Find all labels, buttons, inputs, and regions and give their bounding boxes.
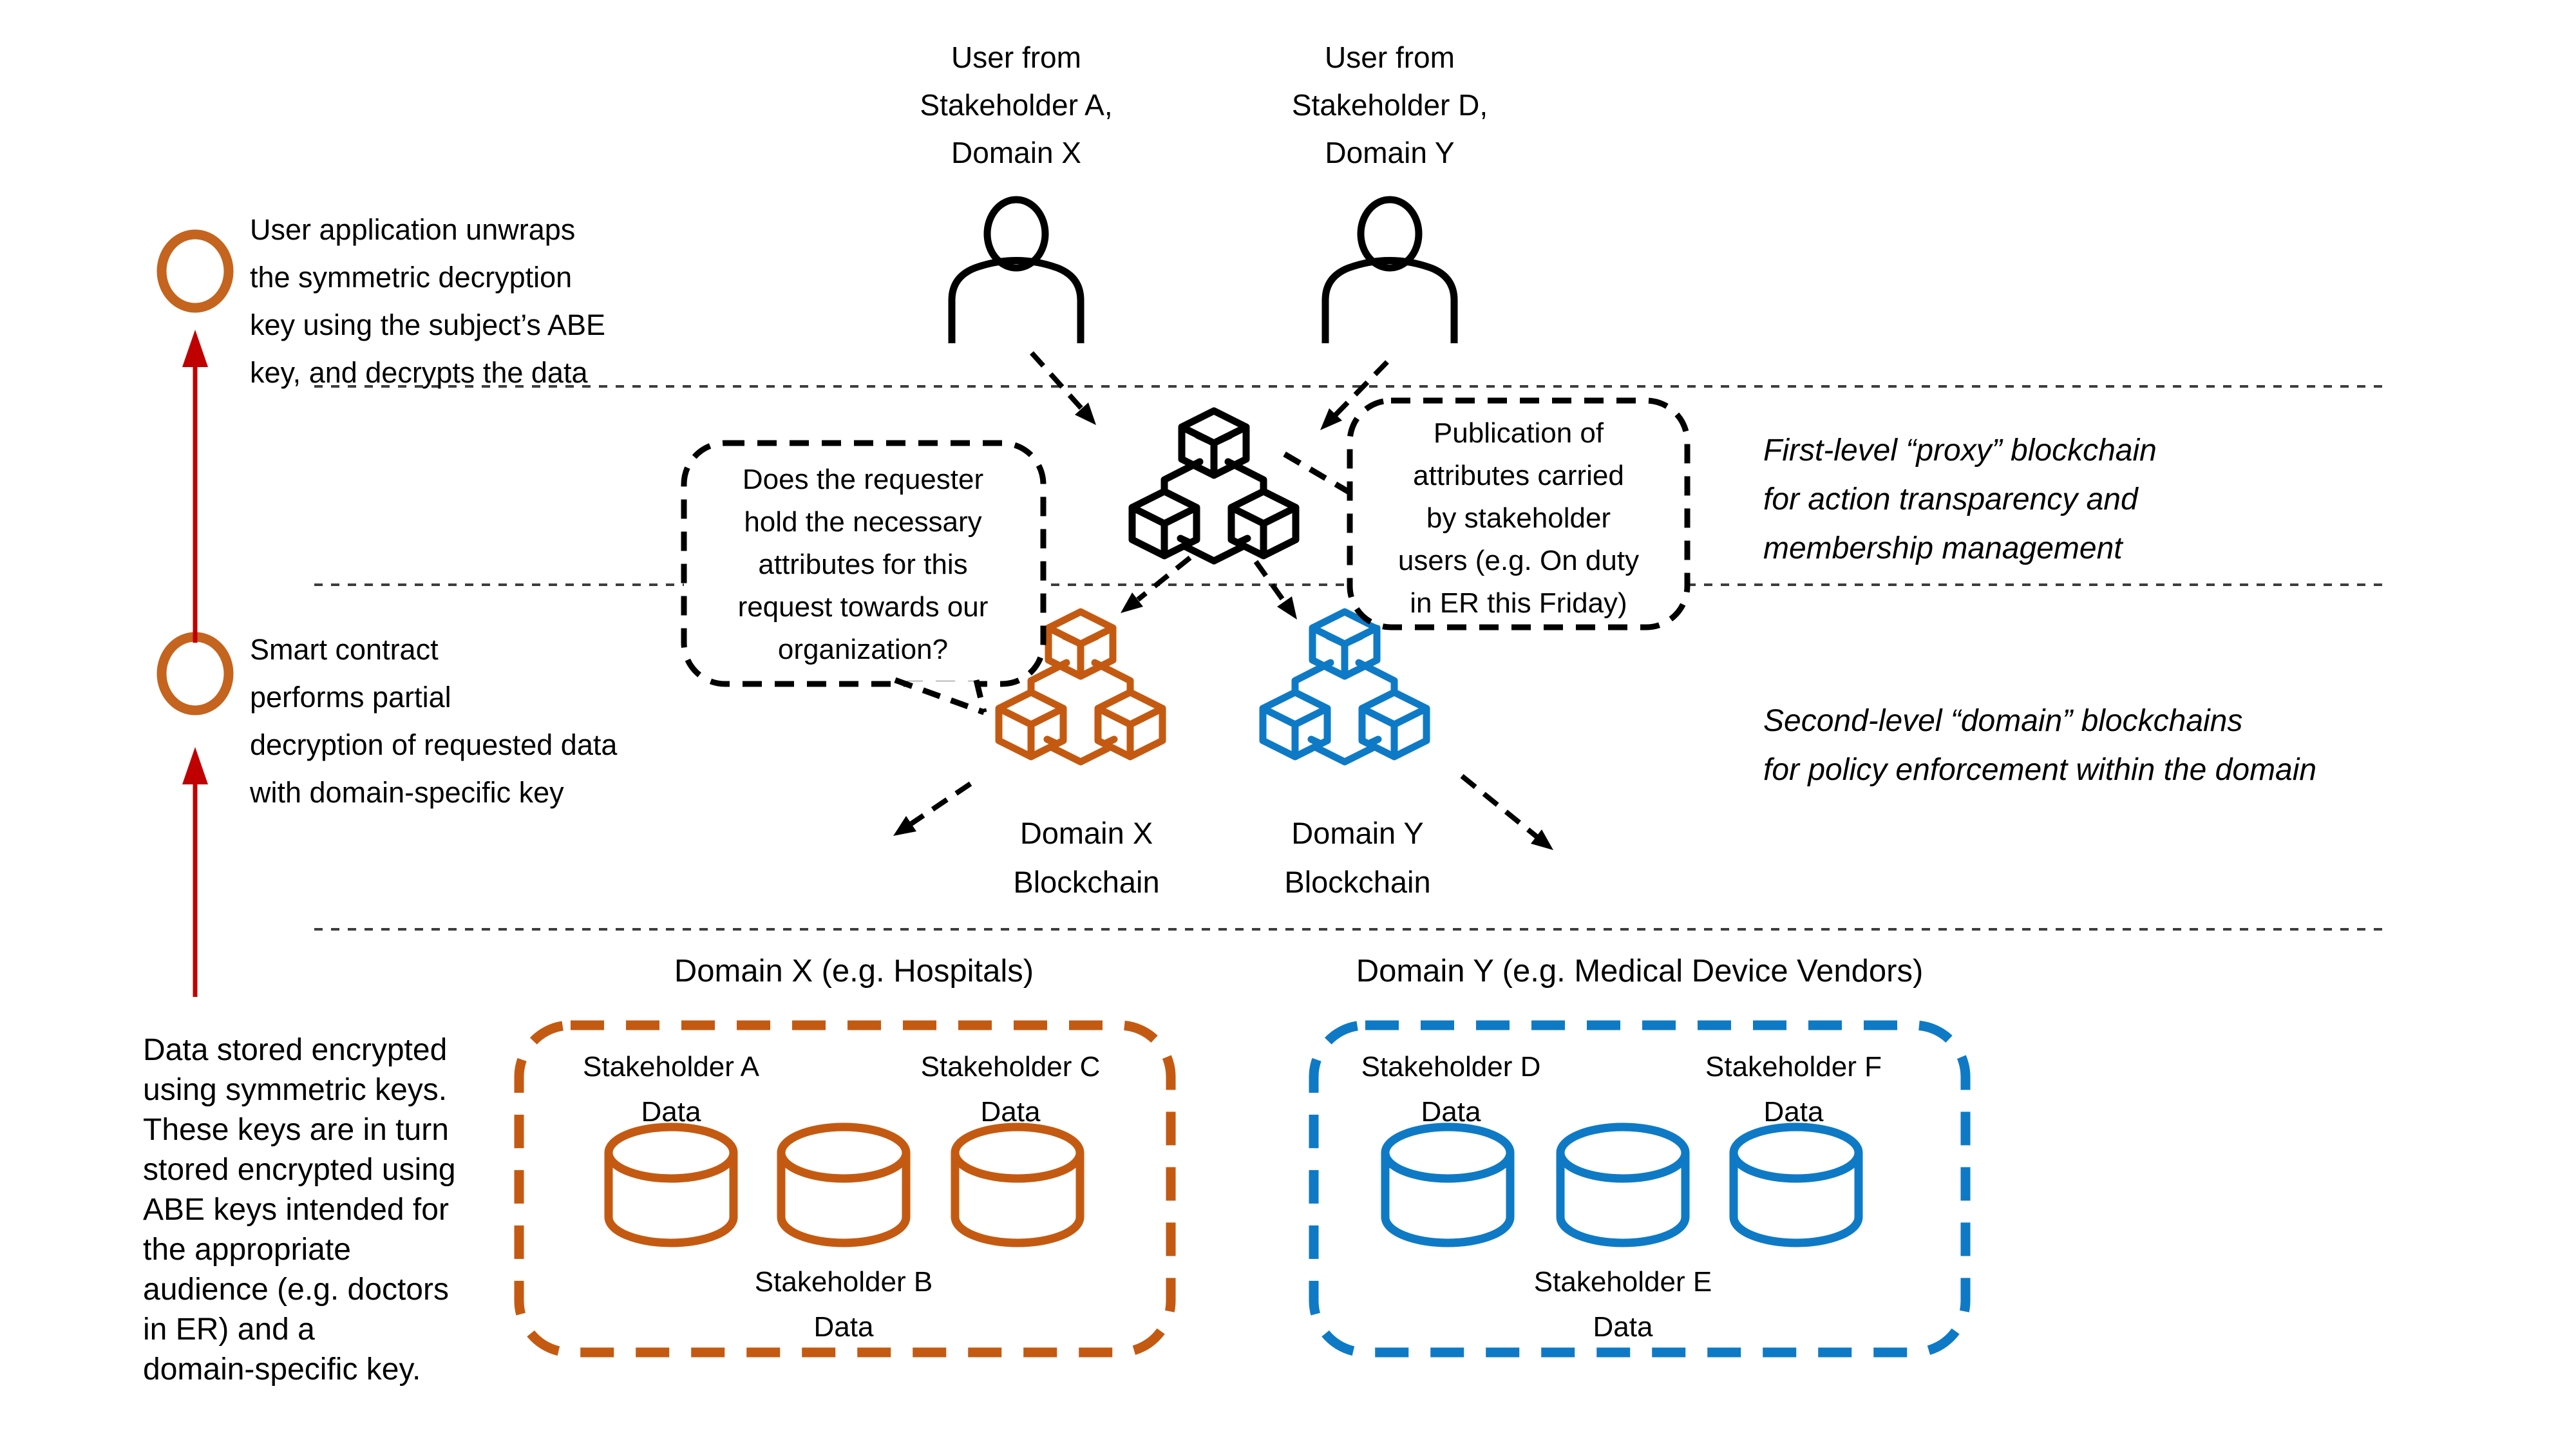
publication-speech-bubble bbox=[1277, 397, 1690, 630]
domain-y-blockchain-icon bbox=[1263, 612, 1426, 762]
process-step-markers bbox=[156, 229, 234, 997]
arrow-user-d-to-proxy bbox=[1334, 360, 1389, 417]
first-level-note: First-level “proxy” blockchain for actio… bbox=[1763, 433, 2157, 565]
stakeholder-c-data-label: Stakeholder C Data bbox=[920, 1051, 1101, 1128]
user-d-label: User from Stakeholder D, Domain Y bbox=[1291, 41, 1488, 169]
stakeholder-e-data-label: Stakeholder E Data bbox=[1533, 1266, 1712, 1343]
arrow-proxy-to-domain-x bbox=[1136, 555, 1192, 602]
database-icon-stakeholder-a bbox=[609, 1127, 734, 1243]
arrow-user-a-to-proxy bbox=[1030, 351, 1084, 411]
stakeholder-b-data-label: Stakeholder B Data bbox=[754, 1266, 933, 1343]
domain-x-blockchain-label: Domain X Blockchain bbox=[1013, 816, 1160, 899]
database-icon-stakeholder-d bbox=[1385, 1127, 1510, 1243]
publication-bubble-tail bbox=[1277, 448, 1353, 496]
domain-y-box bbox=[1309, 1020, 1971, 1358]
red-up-arrow-1 bbox=[182, 330, 208, 643]
publication-bubble-text: Publication of attributes carried by sta… bbox=[1397, 417, 1640, 619]
smart-contract-annotation: Smart contract performs partial decrypti… bbox=[250, 633, 618, 809]
database-icon-stakeholder-e bbox=[1560, 1127, 1685, 1243]
domain-y-blockchain-label: Domain Y Blockchain bbox=[1284, 816, 1431, 899]
user-a-label: User from Stakeholder A, Domain X bbox=[920, 41, 1113, 169]
second-level-note: Second-level “domain” blockchains for po… bbox=[1763, 704, 2317, 787]
user-d-icon bbox=[1325, 200, 1454, 343]
step-circle-middle bbox=[156, 632, 234, 715]
flow-arrows bbox=[909, 351, 1539, 839]
database-icon-stakeholder-b bbox=[781, 1127, 906, 1243]
request-bubble-tail bbox=[894, 677, 987, 715]
domain-y-title: Domain Y (e.g. Medical Device Vendors) bbox=[1356, 954, 1924, 989]
user-a-icon bbox=[952, 200, 1081, 343]
domain-x-box bbox=[514, 1020, 1176, 1358]
request-speech-bubble bbox=[681, 440, 1046, 715]
database-icon-stakeholder-f bbox=[1734, 1127, 1859, 1243]
red-up-arrow-2 bbox=[182, 747, 208, 997]
arrow-proxy-to-domain-y bbox=[1253, 560, 1287, 603]
stakeholder-f-data-label: Stakeholder F Data bbox=[1705, 1051, 1882, 1128]
arrow-domain-x-down bbox=[909, 781, 972, 826]
proxy-blockchain-icon bbox=[1132, 411, 1296, 561]
stakeholder-d-data-label: Stakeholder D Data bbox=[1361, 1051, 1541, 1128]
request-bubble-text: Does the requester hold the necessary at… bbox=[737, 464, 989, 665]
flow-arrowheads bbox=[893, 402, 1553, 850]
unwrap-annotation: User application unwraps the symmetric d… bbox=[250, 213, 605, 389]
arrow-domain-y-down bbox=[1460, 773, 1539, 839]
stakeholder-a-data-label: Stakeholder A Data bbox=[583, 1051, 759, 1128]
step-circle-top bbox=[156, 229, 234, 313]
storage-annotation: Data stored encrypted using symmetric ke… bbox=[143, 1033, 456, 1387]
domain-x-title: Domain X (e.g. Hospitals) bbox=[674, 954, 1034, 989]
database-icon-stakeholder-c bbox=[955, 1127, 1080, 1243]
